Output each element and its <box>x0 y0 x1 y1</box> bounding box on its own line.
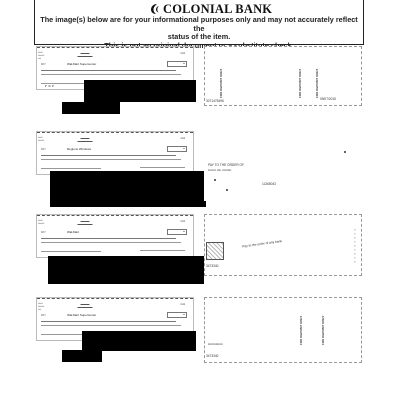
disclaimer-text: The image(s) below are for your informat… <box>35 15 363 50</box>
endorsement-stamp: FOR DEPOSIT ONLY <box>299 315 303 345</box>
disclaimer-line-2: status of the item. <box>167 32 231 42</box>
payee-name: Wal-Mart Supercenter <box>67 62 97 66</box>
amount-box: ** <box>167 312 187 318</box>
redaction-bar <box>82 331 196 351</box>
item-sequence-number: 11365043 <box>262 182 276 186</box>
check-header: ▬▬▬▬▬▬▬▬ <box>77 51 93 59</box>
check-front-image: ━━━━━━━ ▬▬▬▬▬▬▬▬ ▪▪▪▪ PAY Wal-Mart ** <box>36 214 194 258</box>
check-item: ━━━━━━━━━ ▬▬▬▬▬▬▬▬ ▪▪▪▪ PAY Wal-Mart Sup… <box>36 46 362 116</box>
redaction-bar <box>62 102 120 114</box>
item-sequence-number: 3473340 <box>206 264 219 268</box>
colonial-bank-logo-icon <box>151 4 159 14</box>
endorsement-text: ▪▪▪▪▪▪▪▪▪▪▪▪▪ <box>208 342 223 346</box>
endorsement-stamp: ▪▪▪▪▪▪▪▪▪ <box>353 228 357 264</box>
endorsement-stamp: FOR DEPOSIT ONLY <box>321 315 325 345</box>
check-number: ▪▪▪▪ <box>180 302 185 306</box>
check-back-image: Pay to the order of any bank 3473340 ▪▪▪… <box>204 214 362 276</box>
amount-box: ** <box>167 61 187 67</box>
endorsement-stamp: FOR DEPOSIT ONLY <box>315 68 319 98</box>
payee-name: Regions Windows <box>67 147 92 151</box>
check-number: ▪▪▪▪ <box>180 51 185 55</box>
disclaimer-line-1: The image(s) below are for your informat… <box>40 15 358 33</box>
redaction-bar <box>48 256 204 284</box>
endorsement-stamp: FOR DEPOSIT ONLY <box>298 68 302 98</box>
amount-box: ** <box>167 146 187 152</box>
check-item: ━━━━━━━ ▬▬▬▬▬▬▬▬ ▪▪▪▪ PAY Wal-Mart ** Pa… <box>36 214 362 292</box>
check-header: ▬▬▬▬▬▬▬▬ <box>77 136 93 144</box>
check-back-image: FOR DEPOSIT ONLY FOR DEPOSIT ONLY ▪▪▪▪▪▪… <box>204 297 362 363</box>
bank-stamp <box>206 242 224 260</box>
disclaimer-line-3: This is not an original document or a su… <box>104 40 294 50</box>
header-banner: COLONIAL BANK The image(s) below are for… <box>34 0 364 49</box>
check-back-image: FOR DEPOSIT ONLY FOR DEPOSIT ONLY FOR DE… <box>204 46 362 106</box>
item-sequence-number: 3473340 <box>206 354 219 358</box>
payee-name: Wal-Mart <box>67 230 80 234</box>
check-left-label: ━━━━━━━━━ <box>38 51 45 60</box>
endorsement-stamp: FOR DEPOSIT ONLY <box>219 68 223 98</box>
footer-date: 09/07/2015 <box>320 97 336 101</box>
redaction-bar <box>62 350 102 362</box>
check-item: ━━━━━━━━━ ▬▬▬▬▬▬▬▬ ▪▪▪▪ PAY Wal-Mart Sup… <box>36 297 362 367</box>
bank-name: COLONIAL BANK <box>163 1 273 16</box>
check-header: ▬▬▬▬▬▬▬▬ <box>77 302 93 310</box>
redaction-bar <box>84 80 196 102</box>
check-left-label: ━━━━━━━ <box>38 219 45 225</box>
check-item: ━━━━━━━ ▬▬▬▬▬▬▬▬ ▪▪▪▪ PAY Regions Window… <box>36 131 362 211</box>
payee-name: Wal-Mart Supercenter <box>67 313 97 317</box>
amount-box: ** <box>167 229 187 235</box>
check-number: ▪▪▪▪ <box>180 136 185 140</box>
check-front-image: ━━━━━━━ ▬▬▬▬▬▬▬▬ ▪▪▪▪ PAY Regions Window… <box>36 131 194 175</box>
check-left-label: ━━━━━━━━━ <box>38 302 45 311</box>
check-header: ▬▬▬▬▬▬▬▬ <box>77 219 93 227</box>
bank-logo: COLONIAL BANK <box>150 2 272 16</box>
check-number: ▪▪▪▪ <box>180 219 185 223</box>
micr-line: ⑈ ⑆ ⑈ <box>45 84 55 88</box>
redaction-bar <box>50 171 206 207</box>
endorsement-text: ▪▪▪▪▪▪▪ ▪▪▪▪ ▪▪▪▪▪▪▪▪ <box>208 168 232 172</box>
check-left-label: ━━━━━━━ <box>38 136 45 142</box>
check-back-image: PAY TO THE ORDER OF ▪▪▪▪▪▪▪ ▪▪▪▪ ▪▪▪▪▪▪▪… <box>204 131 362 201</box>
item-sequence-number: 3071475496 <box>206 99 224 103</box>
endorsement-text: PAY TO THE ORDER OF <box>208 163 244 167</box>
check-front-image: ━━━━━━━━━ ▬▬▬▬▬▬▬▬ ▪▪▪▪ PAY Wal-Mart Sup… <box>36 46 194 90</box>
